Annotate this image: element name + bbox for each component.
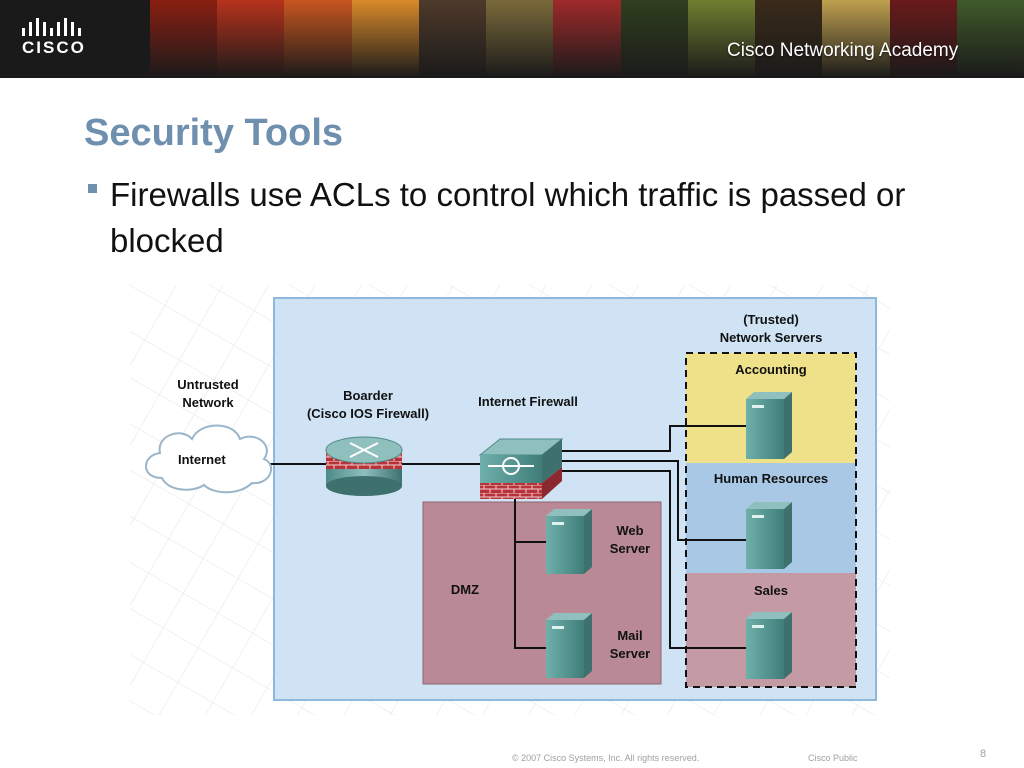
dmz-zone	[422, 501, 662, 685]
web-server-label-line2: Server	[610, 541, 650, 556]
untrusted-label-line1: Untrusted	[177, 377, 238, 392]
header-photo-strip	[889, 0, 958, 78]
sales-server-icon	[746, 612, 792, 679]
classification-text: Cisco Public	[808, 753, 858, 763]
header-photo-strip	[956, 0, 1024, 78]
header-photo-strip	[687, 0, 757, 78]
sales-label: Sales	[754, 583, 788, 598]
accounting-label: Accounting	[735, 362, 807, 377]
mail-server-icon	[546, 613, 592, 678]
trusted-label-line1: (Trusted)	[743, 312, 799, 327]
network-diagram: Internet Untrusted Network Boarder (Cisc…	[130, 285, 890, 715]
cisco-wordmark: CISCO	[22, 38, 86, 57]
trusted-servers-boundary	[685, 352, 857, 688]
header-photo-strip	[755, 0, 824, 78]
internet-firewall-icon	[478, 438, 564, 499]
untrusted-label-line2: Network	[182, 395, 234, 410]
mail-server-label-line1: Mail	[617, 628, 642, 643]
hr-label: Human Resources	[714, 471, 828, 486]
connection-lines	[263, 425, 746, 649]
header-photo-strip	[822, 0, 891, 78]
web-server-icon	[546, 509, 592, 574]
slide-title: Security Tools	[84, 112, 344, 154]
header-banner: CISCO Cisco Networking Academy	[0, 0, 1024, 78]
web-server-label-line1: Web	[616, 523, 643, 538]
header-photo-strip	[217, 0, 286, 78]
bullet-text: Firewalls use ACLs to control which traf…	[110, 176, 906, 259]
dmz-label: DMZ	[451, 582, 479, 597]
header-photo-strip	[351, 0, 420, 78]
hr-server-icon	[746, 502, 792, 569]
header-photo-strip	[284, 0, 353, 78]
accounting-server-icon	[746, 392, 792, 459]
header-photo-strip	[150, 0, 219, 78]
header-photo-strip	[620, 0, 689, 78]
header-photo-strip	[418, 0, 488, 78]
academy-label: Cisco Networking Academy	[727, 40, 959, 61]
copyright-text: © 2007 Cisco Systems, Inc. All rights re…	[512, 753, 700, 763]
bullet-square-icon	[88, 184, 97, 193]
border-label-line2: (Cisco IOS Firewall)	[307, 406, 429, 421]
internet-label: Internet	[178, 452, 226, 467]
internet-cloud	[145, 424, 273, 494]
mail-server-label-line2: Server	[610, 646, 650, 661]
firewall-label: Internet Firewall	[478, 394, 578, 409]
page-number: 8	[980, 748, 987, 760]
border-router-icon	[325, 436, 403, 496]
border-label-line1: Boarder	[343, 388, 393, 403]
trusted-label-line2: Network Servers	[720, 330, 823, 345]
header-photo-strip	[486, 0, 555, 78]
cisco-logo	[22, 18, 81, 36]
header-photo-strip	[553, 0, 622, 78]
